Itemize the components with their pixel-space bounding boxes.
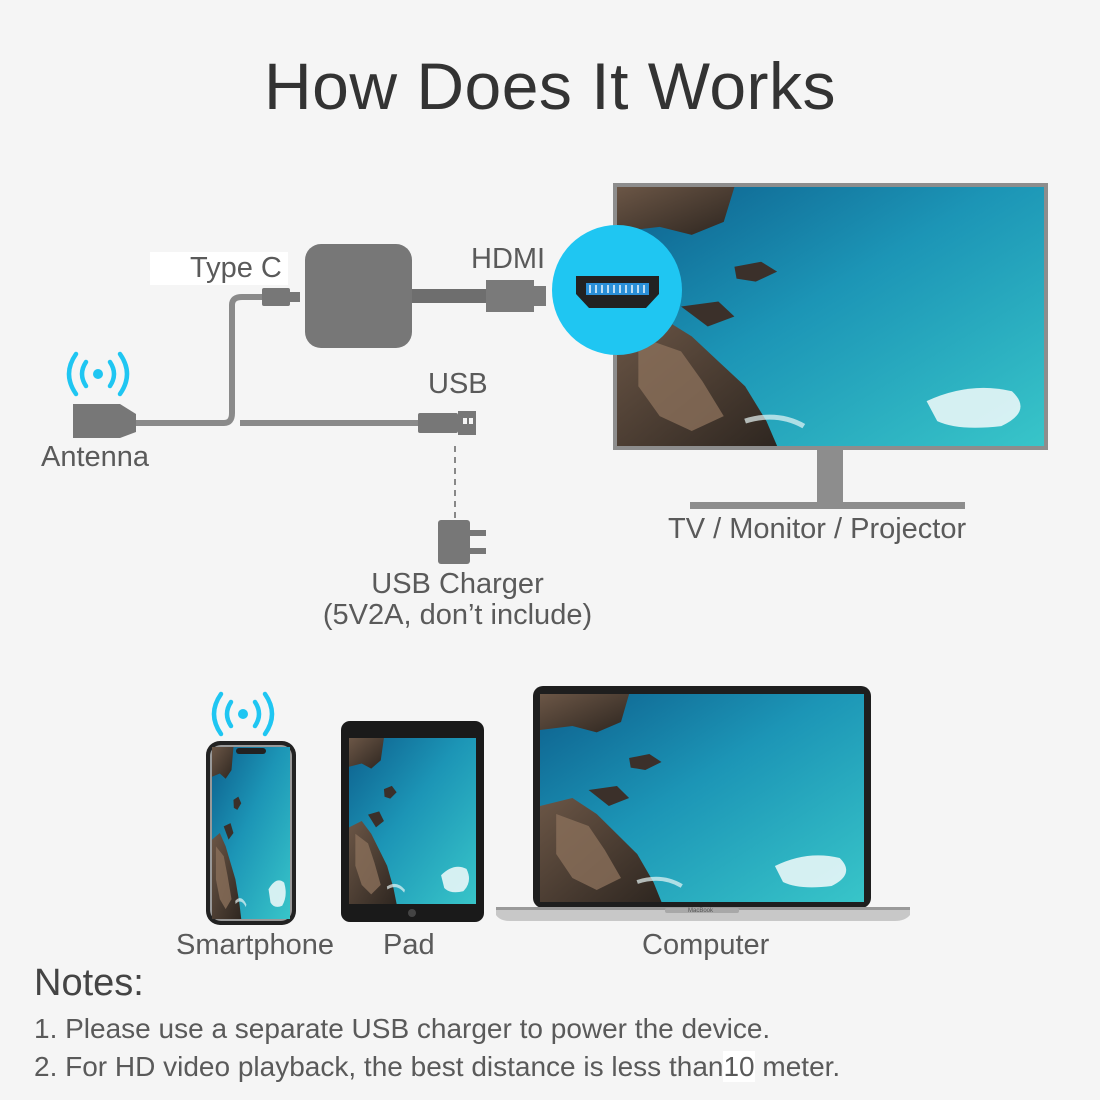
type-c-plug (262, 288, 300, 306)
cables (135, 289, 488, 520)
usb-plug-icon (418, 411, 476, 435)
notes-heading: Notes: (34, 962, 144, 1004)
hdmi-port-icon (552, 225, 682, 355)
computer-label: Computer (642, 929, 770, 961)
distance-value: 10 (723, 1051, 755, 1082)
tv-label: TV / Monitor / Projector (668, 513, 967, 545)
charger-spec-label: (5V2A, don’t include) (322, 599, 593, 631)
page-title: How Does It Works (263, 49, 837, 123)
antenna (73, 404, 136, 438)
note-item-1: 1. Please use a separate USB charger to … (34, 1013, 771, 1044)
hdmi-plug (486, 280, 546, 312)
dongle-body (305, 244, 412, 348)
distance-unit: meter. (754, 1051, 841, 1082)
charger-label: USB Charger (371, 568, 544, 600)
note-item-2: 2. For HD video playback, the best dista… (34, 1051, 840, 1083)
laptop (496, 686, 910, 921)
tv-monitor (613, 183, 1048, 509)
laptop-brand: MacBook (688, 908, 714, 914)
wifi-signal-icon (66, 351, 130, 397)
hdmi-label: HDMI (471, 243, 546, 275)
type-c-label: Type C (150, 252, 288, 285)
power-adapter-icon (438, 520, 486, 564)
smartphone (206, 741, 296, 925)
smartphone-label: Smartphone (176, 929, 334, 961)
phone-wifi-signal-icon (211, 691, 275, 737)
antenna-label: Antenna (41, 441, 150, 473)
note-item-2-text: 2. For HD video playback, the best dista… (34, 1051, 724, 1082)
tablet (341, 721, 484, 922)
pad-label: Pad (383, 929, 435, 961)
usb-label: USB (428, 368, 488, 400)
